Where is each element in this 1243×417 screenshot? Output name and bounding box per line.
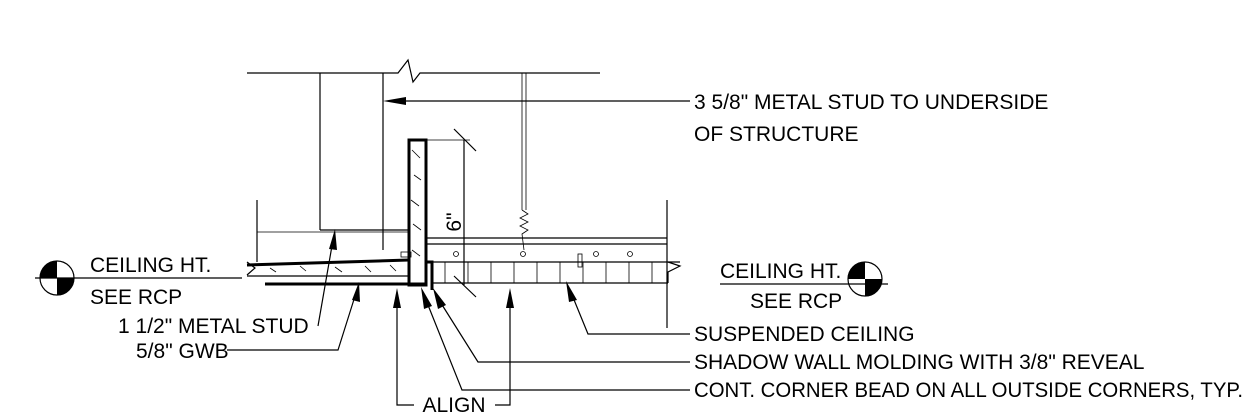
- ceiling-tile-joints: [444, 262, 653, 283]
- soffit-horizontal-outline: [246, 258, 410, 267]
- ceiling-marker-right-label: CEILING HT.: [720, 260, 841, 283]
- leader-gwb: [227, 292, 357, 351]
- dimension-soffit-depth: 6": [426, 128, 477, 298]
- structure-linework: [247, 58, 668, 328]
- ceiling-marker-right-quadrant-b: [865, 279, 882, 296]
- note-shadow-wall-molding: SHADOW WALL MOLDING WITH 3/8" REVEAL: [694, 351, 1144, 374]
- arrow-shadow-molding: [433, 288, 446, 309]
- leader-align-right: [495, 300, 511, 406]
- note-metal-stud-structure-line1: 3 5/8" METAL STUD TO UNDERSIDE: [694, 91, 1048, 114]
- leaders: [227, 97, 690, 406]
- hanger-wire-twist: [519, 209, 529, 251]
- arrow-corner-bead: [421, 287, 432, 309]
- leader-shadow-molding: [438, 299, 690, 363]
- soffit-vertical-outline: [407, 138, 428, 287]
- note-corner-bead: CONT. CORNER BEAD ON ALL OUTSIDE CORNERS…: [694, 379, 1243, 402]
- ceiling-marker-left-quadrant-a: [40, 261, 57, 278]
- leader-corner-bead: [425, 299, 690, 391]
- ceiling-marker-right: CEILING HT. SEE RCP: [720, 260, 888, 313]
- soffit-horizontal-leg: [246, 258, 426, 286]
- ceiling-marker-right-quadrant-a: [848, 262, 865, 279]
- note-suspended-ceiling: SUSPENDED CEILING: [694, 323, 915, 346]
- leader-metal-stud-small: [317, 239, 334, 327]
- soffit-vertical-leg: [400, 138, 428, 287]
- ceiling-marker-left-sub: SEE RCP: [90, 286, 182, 309]
- arrow-align-right: [506, 288, 514, 308]
- arrow-suspended-ceiling: [566, 281, 577, 302]
- note-metal-stud-small: 1 1/2" METAL STUD: [118, 315, 309, 338]
- arrow-metal-stud-small: [329, 229, 337, 250]
- note-metal-stud-structure-line2: OF STRUCTURE: [694, 123, 859, 146]
- suspended-ceiling: [426, 237, 682, 290]
- gwb-hatch-horizontal: [269, 264, 397, 273]
- ceiling-marker-left-label: CEILING HT.: [90, 254, 211, 277]
- ceiling-marker-right-sub: SEE RCP: [750, 290, 842, 313]
- gwb-hatch-vertical: [410, 149, 422, 257]
- dim-tick-bottom: [453, 275, 477, 298]
- leader-align-left: [396, 300, 414, 406]
- shadow-molding: [426, 260, 434, 290]
- fastener: [400, 251, 412, 258]
- ceiling-grid-holes: [453, 251, 633, 268]
- leader-suspended-ceiling: [569, 289, 690, 335]
- arrow-gwb: [352, 282, 360, 302]
- ceiling-break-right: [667, 261, 682, 283]
- soffit-break-left: [246, 261, 256, 276]
- dimension-label: 6": [443, 212, 466, 231]
- notes: 3 5/8" METAL STUD TO UNDERSIDE OF STRUCT…: [118, 91, 1243, 417]
- arrow-stud-structure: [383, 97, 406, 105]
- structure-break-line: [247, 58, 600, 84]
- note-align: ALIGN: [422, 394, 485, 417]
- note-gwb: 5/8" GWB: [136, 340, 229, 363]
- ceiling-marker-left: CEILING HT. SEE RCP: [35, 254, 242, 309]
- ceiling-marker-left-quadrant-b: [57, 278, 74, 295]
- arrow-align-left: [393, 288, 401, 308]
